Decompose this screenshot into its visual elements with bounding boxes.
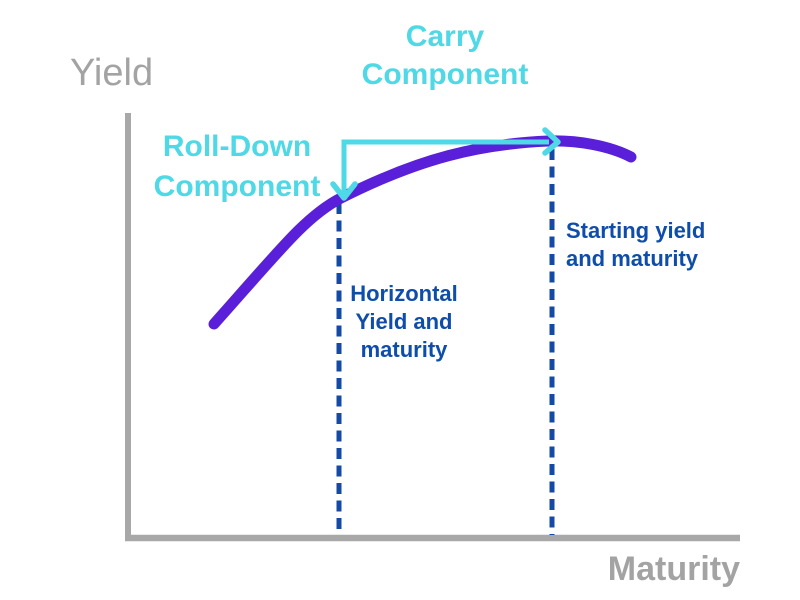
roll-down-arrowhead-icon xyxy=(330,181,358,201)
carry-arrowhead-icon xyxy=(542,127,561,156)
carry-component-label: Carry Component xyxy=(361,20,529,91)
horizon-yield-label: Horizontal Yield and maturity xyxy=(350,281,458,362)
starting-yield-label: Starting yield and maturity xyxy=(566,218,706,271)
yield-curve xyxy=(208,135,637,330)
x-axis-label: Maturity xyxy=(607,550,740,588)
roll-down-component-label: Roll-Down Component xyxy=(153,130,321,203)
carry-rolldown-connector xyxy=(341,139,549,194)
y-axis-label: Yield xyxy=(70,52,154,94)
